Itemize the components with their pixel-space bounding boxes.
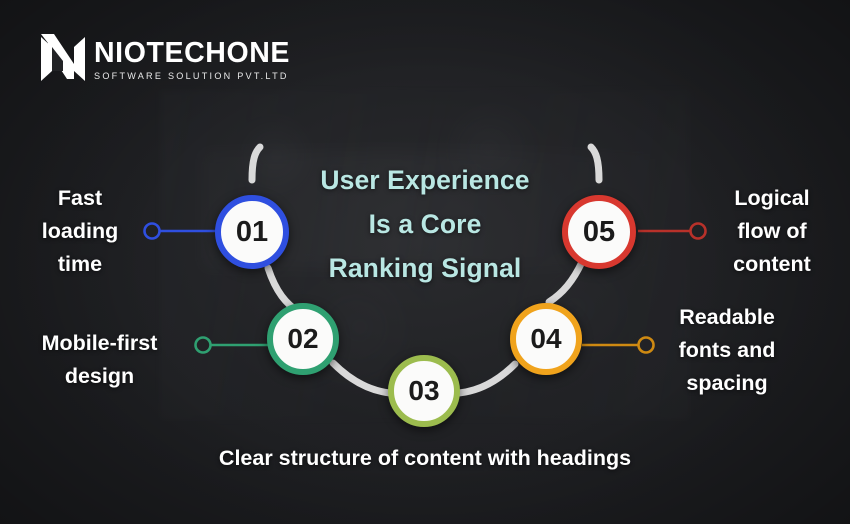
node-label-02: Mobile-first design (12, 327, 187, 393)
node-label-02-line-2: design (64, 364, 135, 388)
node-label-01: Fast loading time (16, 182, 144, 281)
niotechone-n-monogram-icon (41, 34, 85, 81)
node-number-04: 04 (530, 323, 562, 354)
node-label-05-line-1: Logical (734, 186, 810, 210)
node-number-05: 05 (582, 215, 616, 248)
node-circle-01[interactable]: 01 (215, 195, 289, 269)
connector-dot-04 (637, 336, 655, 354)
node-label-04-line-3: spacing (686, 371, 768, 395)
node-label-04: Readable fonts and spacing (657, 301, 797, 400)
center-title-line-2: Is a Core (368, 209, 482, 239)
node-label-01-line-3: time (57, 252, 103, 276)
node-circle-03[interactable]: 03 (388, 355, 460, 427)
connector-dot-02 (194, 336, 212, 354)
node-label-01-line-1: Fast (57, 186, 103, 210)
center-title-line-1: User Experience (320, 165, 530, 195)
connector-dot-05 (689, 222, 707, 240)
arc-segment-02-03 (329, 359, 394, 397)
node-label-02-line-1: Mobile-first (41, 331, 158, 355)
brand-logo: NIOTECHONE SOFTWARE SOLUTION PVT.LTD (41, 33, 290, 85)
center-title-line-3: Ranking Signal (328, 253, 522, 283)
arc-segment-04-05 (545, 258, 586, 306)
node-label-03: Clear structure of content with headings (218, 446, 632, 470)
center-title: User Experience Is a Core Ranking Signal (285, 158, 565, 290)
node-label-05-line-3: content (733, 252, 811, 276)
node-circle-04[interactable]: 04 (510, 303, 582, 375)
arc-tail-left (248, 143, 264, 184)
node-number-02: 02 (287, 323, 319, 354)
connector-dot-01 (143, 222, 161, 240)
node-number-01: 01 (235, 215, 269, 248)
arc-tail-right (587, 143, 603, 184)
node-number-03: 03 (408, 375, 440, 406)
node-label-05: Logical flow of content (707, 182, 837, 281)
brand-name: NIOTECHONE (94, 36, 291, 69)
node-label-04-line-2: fonts and (678, 338, 776, 362)
brand-wordmark: NIOTECHONE SOFTWARE SOLUTION PVT.LTD (94, 37, 290, 82)
node-circle-02[interactable]: 02 (267, 303, 339, 375)
node-label-05-line-2: flow of (737, 219, 807, 243)
brand-tagline: SOFTWARE SOLUTION PVT.LTD (94, 71, 289, 82)
node-label-04-line-1: Readable (679, 305, 775, 329)
node-circle-05[interactable]: 05 (562, 195, 636, 269)
node-label-01-line-2: loading (41, 219, 119, 243)
arc-segment-03-04 (455, 360, 519, 397)
